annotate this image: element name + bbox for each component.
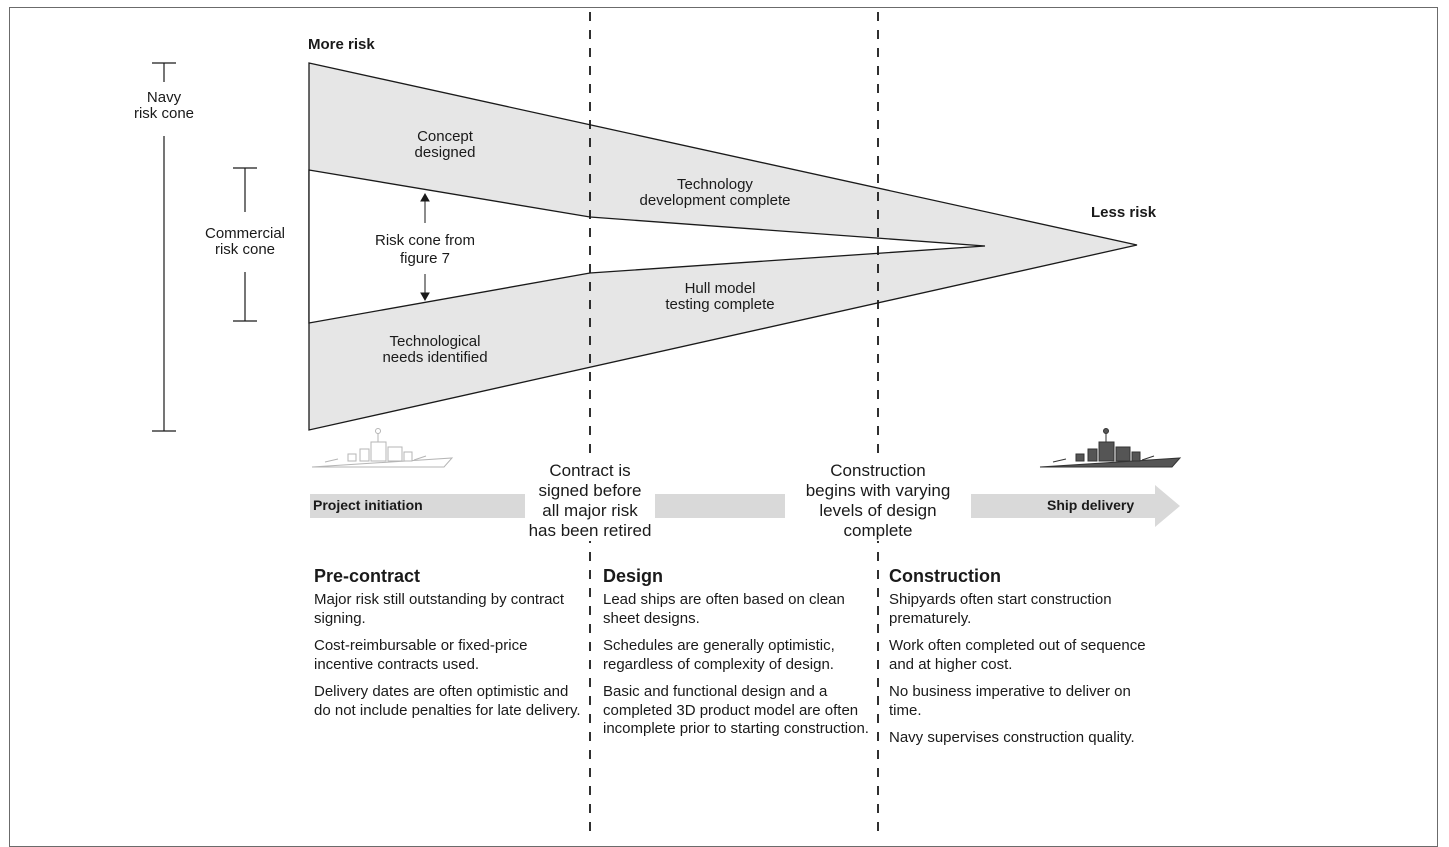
- phase-point: Delivery dates are often optimistic and …: [314, 683, 581, 719]
- phase-point: Cost-reimbursable or fixed-price incenti…: [314, 637, 528, 673]
- less-risk-label: Less risk: [1091, 204, 1157, 221]
- commercial-risk-cone-label: Commercial risk cone: [204, 225, 285, 258]
- contract-signed-milestone: Contract is signed before all major risk…: [525, 461, 655, 541]
- phase-point: Lead ships are often based on clean shee…: [603, 591, 845, 627]
- phase-point: No business imperative to deliver on tim…: [889, 683, 1131, 719]
- navy-bracket: [152, 62, 176, 432]
- phase-point: Work often completed out of sequence and…: [889, 637, 1146, 673]
- commercial-bracket: [233, 167, 257, 322]
- technological-needs-label: Technological needs identified: [382, 333, 488, 366]
- concept-designed-label: Concept designed: [414, 128, 476, 161]
- phase-title: Pre-contract: [314, 566, 421, 586]
- phase-point: Shipyards often start construction prema…: [889, 591, 1112, 627]
- ship-delivery-label: Ship delivery: [1047, 497, 1135, 513]
- phase-point: Major risk still outstanding by contract…: [314, 591, 565, 627]
- risk-cone-reference-label: Risk cone from figure 7: [374, 232, 476, 267]
- phase-title: Construction: [889, 566, 1001, 586]
- construction-begins-milestone: Construction begins with varying levels …: [785, 461, 971, 541]
- phase-point: Schedules are generally optimistic, rega…: [603, 637, 835, 673]
- project-initiation-label: Project initiation: [313, 497, 423, 513]
- ship-outline-icon: [311, 428, 454, 468]
- more-risk-label: More risk: [308, 36, 375, 53]
- hull-model-label: Hull model testing complete: [665, 280, 775, 313]
- phase-pre-contract: Pre-contract Major risk still outstandin…: [314, 565, 582, 729]
- phase-construction: Construction Shipyards often start const…: [889, 565, 1157, 757]
- technology-development-label: Technology development complete: [639, 176, 791, 209]
- phase-point: Navy supervises construction quality.: [889, 729, 1135, 746]
- ship-filled-icon: [1039, 428, 1182, 468]
- commercial-risk-cone: [308, 169, 986, 324]
- navy-risk-cone-label: Navy risk cone: [133, 89, 195, 122]
- risk-cone-ref-arrows: [420, 192, 430, 302]
- phase-point: Basic and functional design and a comple…: [603, 683, 869, 737]
- phase-title: Design: [603, 566, 664, 586]
- phase-design: Design Lead ships are often based on cle…: [603, 565, 871, 748]
